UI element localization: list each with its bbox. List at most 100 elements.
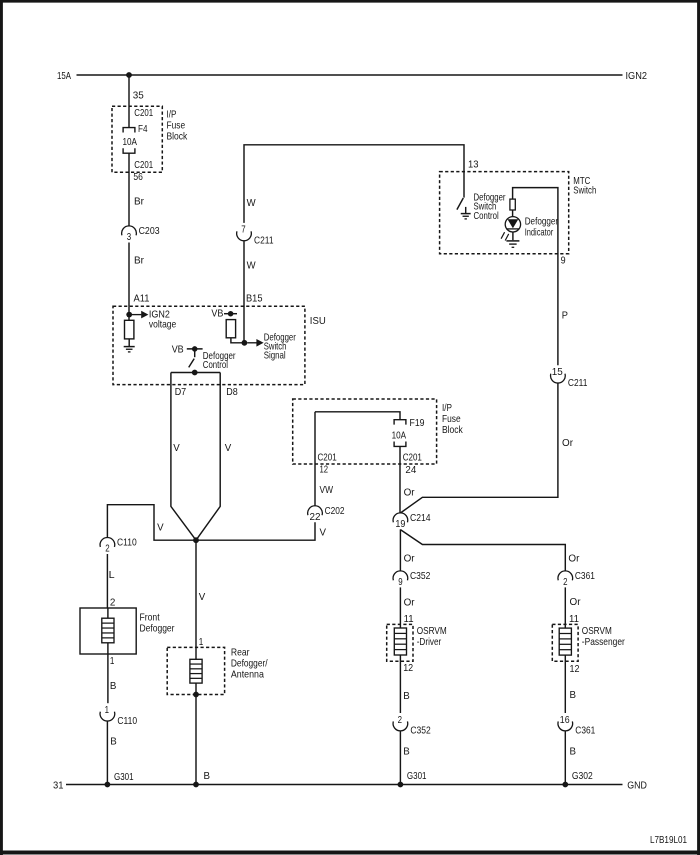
svg-text:G301: G301	[114, 771, 134, 783]
svg-text:1: 1	[105, 705, 110, 716]
svg-text:Defogger: Defogger	[140, 623, 175, 635]
svg-text:MTC: MTC	[573, 175, 590, 187]
svg-text:Or: Or	[404, 596, 415, 608]
svg-text:1: 1	[199, 636, 204, 648]
svg-text:Defogger: Defogger	[474, 191, 506, 203]
svg-text:Rear: Rear	[231, 647, 250, 659]
svg-text:2: 2	[563, 577, 568, 588]
svg-text:B: B	[110, 680, 117, 692]
svg-text:12: 12	[570, 663, 580, 675]
svg-text:B: B	[570, 745, 577, 757]
svg-text:7: 7	[241, 225, 246, 236]
svg-text:2: 2	[105, 544, 110, 555]
svg-text:voltage: voltage	[149, 319, 176, 331]
svg-text:V: V	[157, 522, 164, 534]
svg-text:Switch: Switch	[474, 201, 497, 213]
svg-text:IGN2: IGN2	[149, 309, 170, 321]
svg-text:B: B	[403, 690, 410, 702]
svg-text:F4: F4	[138, 123, 148, 135]
svg-text:W: W	[247, 260, 256, 272]
svg-text:C214: C214	[410, 512, 431, 524]
svg-text:Fuse: Fuse	[167, 120, 186, 132]
svg-text:C201: C201	[134, 107, 153, 119]
svg-text:Antenna: Antenna	[231, 668, 264, 680]
svg-text:C201: C201	[318, 452, 337, 464]
svg-text:11: 11	[569, 613, 579, 625]
svg-text:-Passenger: -Passenger	[582, 636, 625, 648]
svg-text:V: V	[225, 442, 232, 454]
svg-text:Or: Or	[404, 487, 415, 499]
svg-text:V: V	[199, 591, 206, 603]
svg-text:12: 12	[403, 662, 413, 674]
svg-text:15: 15	[552, 367, 563, 378]
svg-text:2: 2	[398, 715, 403, 726]
svg-text:Control: Control	[203, 359, 228, 371]
svg-text:C202: C202	[325, 505, 345, 517]
svg-text:VB: VB	[172, 344, 184, 356]
svg-text:D7: D7	[175, 386, 187, 398]
svg-text:B: B	[570, 689, 577, 701]
svg-text:Defogger/: Defogger/	[231, 658, 268, 670]
svg-text:Fuse: Fuse	[442, 413, 461, 425]
svg-text:C110: C110	[117, 537, 137, 549]
svg-text:B: B	[204, 770, 211, 782]
svg-text:31: 31	[53, 779, 64, 791]
svg-text:-Driver: -Driver	[417, 636, 442, 648]
svg-text:Front: Front	[140, 612, 160, 624]
svg-text:F19: F19	[410, 417, 425, 429]
svg-text:Or: Or	[568, 552, 579, 564]
svg-text:C361: C361	[575, 570, 595, 582]
svg-text:ISU: ISU	[310, 315, 326, 327]
svg-text:Defogger: Defogger	[264, 331, 297, 343]
svg-text:A11: A11	[134, 293, 150, 305]
svg-text:11: 11	[404, 613, 414, 625]
svg-text:G301: G301	[407, 770, 427, 782]
svg-text:Or: Or	[404, 552, 415, 564]
svg-text:10A: 10A	[392, 429, 407, 441]
svg-text:Block: Block	[167, 131, 188, 143]
svg-text:C203: C203	[139, 225, 160, 237]
svg-text:Control: Control	[474, 210, 499, 222]
svg-text:OSRVM: OSRVM	[582, 625, 612, 637]
svg-text:B: B	[403, 745, 410, 757]
svg-text:B: B	[110, 736, 117, 748]
svg-text:G302: G302	[572, 770, 593, 782]
svg-text:19: 19	[395, 519, 405, 530]
svg-text:1: 1	[110, 655, 115, 667]
svg-text:Switch: Switch	[573, 185, 596, 197]
svg-text:Signal: Signal	[264, 349, 286, 361]
svg-text:C361: C361	[575, 725, 595, 737]
svg-text:56: 56	[133, 171, 143, 183]
svg-text:3: 3	[127, 232, 132, 243]
svg-text:V: V	[320, 526, 327, 538]
svg-text:16: 16	[560, 715, 570, 726]
svg-text:Or: Or	[570, 596, 581, 608]
svg-text:C352: C352	[410, 570, 431, 582]
svg-text:12: 12	[320, 464, 329, 476]
svg-text:C352: C352	[410, 725, 431, 737]
svg-text:D8: D8	[226, 386, 238, 398]
svg-text:2: 2	[110, 596, 116, 608]
svg-text:C211: C211	[568, 377, 588, 389]
svg-text:IGN2: IGN2	[626, 70, 648, 82]
svg-text:W: W	[247, 197, 256, 209]
svg-text:L7B19L01: L7B19L01	[650, 834, 687, 846]
svg-text:I/P: I/P	[442, 402, 452, 414]
svg-text:15A: 15A	[57, 70, 71, 82]
svg-text:Br: Br	[134, 255, 144, 267]
svg-text:35: 35	[133, 90, 144, 102]
svg-text:9: 9	[398, 577, 403, 588]
svg-text:C201: C201	[403, 452, 422, 464]
svg-text:V: V	[173, 442, 180, 454]
svg-text:13: 13	[468, 159, 479, 171]
svg-text:Defogger: Defogger	[203, 350, 236, 362]
svg-text:22: 22	[310, 512, 321, 523]
svg-text:10A: 10A	[123, 136, 138, 148]
svg-text:Indicator: Indicator	[525, 226, 554, 238]
svg-text:OSRVM: OSRVM	[417, 625, 447, 637]
svg-text:VW: VW	[320, 484, 334, 496]
svg-text:Block: Block	[442, 424, 463, 436]
svg-text:Br: Br	[134, 196, 144, 208]
svg-text:9: 9	[561, 254, 566, 266]
svg-text:GND: GND	[627, 779, 647, 791]
